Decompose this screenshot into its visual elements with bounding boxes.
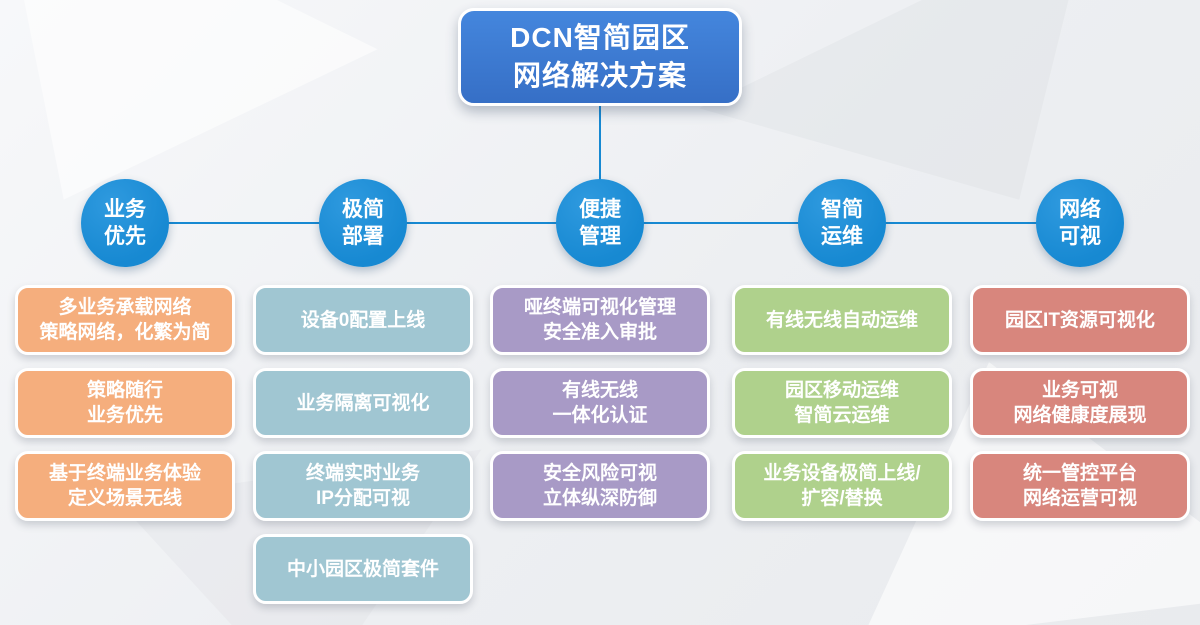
feature-box-line: 扩容/替换 xyxy=(801,488,883,509)
feature-box-line: 哑终端可视化管理 xyxy=(523,297,676,318)
feature-box-line: 多业务承载网络 xyxy=(58,297,192,318)
circle-easy-management: 便捷 管理 xyxy=(556,179,644,267)
feature-box-line: 统一管控平台 xyxy=(1022,463,1137,484)
circle-business-first: 业务 优先 xyxy=(81,179,169,267)
circle-network-visibility: 网络 可视 xyxy=(1036,179,1124,267)
feature-box-line: 安全准入审批 xyxy=(542,322,657,343)
feature-box: 终端实时业务 IP分配可视 xyxy=(253,451,473,521)
feature-box-line: 终端实时业务 xyxy=(305,463,420,484)
circle-label-line: 可视 xyxy=(1059,225,1101,248)
circle-label-line: 网络 xyxy=(1059,198,1101,221)
feature-box-line: 中小园区极简套件 xyxy=(286,558,439,580)
feature-box-line: 业务设备极简上线/ xyxy=(763,463,921,484)
feature-box: 安全风险可视 立体纵深防御 xyxy=(490,451,710,521)
feature-box-line: 网络运营可视 xyxy=(1022,488,1137,509)
feature-box: 有线无线 一体化认证 xyxy=(490,368,710,438)
feature-box-line: 一体化认证 xyxy=(552,405,648,426)
circle-label-line: 优先 xyxy=(104,225,146,248)
circle-label-line: 智简 xyxy=(821,198,863,221)
column-smart-operation: 智简 运维 有线无线自动运维 园区移动运维 智简云运维 业务设备极简上线/ 扩容… xyxy=(732,179,952,534)
feature-box-line: 业务优先 xyxy=(86,405,163,426)
circle-label-line: 业务 xyxy=(104,198,146,221)
circle-label-line: 极简 xyxy=(342,198,384,221)
feature-box-line: 设备0配置上线 xyxy=(300,309,426,331)
feature-box: 有线无线自动运维 xyxy=(732,285,952,355)
column-network-visibility: 网络 可视 园区IT资源可视化 业务可视 网络健康度展现 统一管控平台 网络运营… xyxy=(970,179,1190,534)
circle-label-line: 部署 xyxy=(342,225,384,248)
circle-simple-deploy: 极简 部署 xyxy=(319,179,407,267)
feature-box: 哑终端可视化管理 安全准入审批 xyxy=(490,285,710,355)
feature-box: 业务设备极简上线/ 扩容/替换 xyxy=(732,451,952,521)
feature-box-line: 园区IT资源可视化 xyxy=(1005,309,1155,331)
title-line-1: DCN智简园区 xyxy=(510,22,690,53)
feature-box: 多业务承载网络 策略网络，化繁为简 xyxy=(15,285,235,355)
feature-box: 策略随行 业务优先 xyxy=(15,368,235,438)
feature-box-line: IP分配可视 xyxy=(316,488,410,509)
feature-box-line: 立体纵深防御 xyxy=(542,488,657,509)
feature-box: 园区移动运维 智简云运维 xyxy=(732,368,952,438)
feature-box: 园区IT资源可视化 xyxy=(970,285,1190,355)
feature-box-line: 基于终端业务体验 xyxy=(48,463,201,484)
circle-label-line: 运维 xyxy=(821,225,863,248)
feature-box: 业务可视 网络健康度展现 xyxy=(970,368,1190,438)
feature-box-line: 有线无线 xyxy=(561,380,638,401)
feature-box-line: 策略随行 xyxy=(86,380,163,401)
feature-box-line: 策略网络，化繁为简 xyxy=(39,322,211,343)
feature-box-line: 定义场景无线 xyxy=(67,488,182,509)
column-simple-deploy: 极简 部署 设备0配置上线 业务隔离可视化 终端实时业务 IP分配可视 中小园区… xyxy=(253,179,473,617)
feature-box-line: 网络健康度展现 xyxy=(1013,405,1147,426)
circle-smart-operation: 智简 运维 xyxy=(798,179,886,267)
feature-box-line: 安全风险可视 xyxy=(542,463,657,484)
feature-box: 统一管控平台 网络运营可视 xyxy=(970,451,1190,521)
column-easy-management: 便捷 管理 哑终端可视化管理 安全准入审批 有线无线 一体化认证 安全风险可视 … xyxy=(490,179,710,534)
circle-label-line: 便捷 xyxy=(579,198,621,221)
feature-box-line: 业务隔离可视化 xyxy=(296,392,430,414)
feature-box-line: 业务可视 xyxy=(1041,380,1118,401)
circle-label-line: 管理 xyxy=(579,225,621,248)
feature-box-line: 智简云运维 xyxy=(794,405,890,426)
feature-box: 业务隔离可视化 xyxy=(253,368,473,438)
column-business-first: 业务 优先 多业务承载网络 策略网络，化繁为简 策略随行 业务优先 基于终端业务… xyxy=(15,179,235,534)
feature-box: 设备0配置上线 xyxy=(253,285,473,355)
feature-box-line: 有线无线自动运维 xyxy=(765,309,918,331)
feature-box: 中小园区极简套件 xyxy=(253,534,473,604)
feature-box: 基于终端业务体验 定义场景无线 xyxy=(15,451,235,521)
title-line-2: 网络解决方案 xyxy=(512,60,687,91)
feature-box-line: 园区移动运维 xyxy=(784,380,899,401)
title-box: DCN智简园区 网络解决方案 xyxy=(458,8,742,106)
